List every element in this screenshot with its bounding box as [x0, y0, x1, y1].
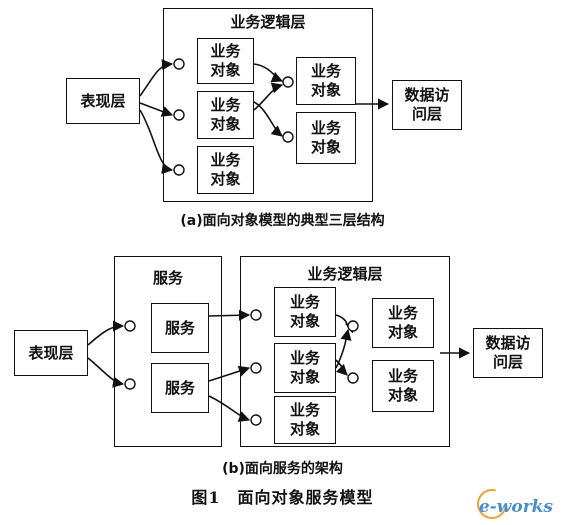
- a-arrow-pres-to-obj1: [139, 59, 174, 97]
- a-port-circle: [173, 58, 185, 70]
- a-arrow-obj1-to-r1: [253, 63, 284, 83]
- a-presentation-label: 表现层: [80, 91, 126, 110]
- a-business-object-label: 业务对象: [210, 42, 241, 79]
- b-arrow-obj1-to-r1: [335, 314, 358, 334]
- b-arrow-pres-to-svc2: [87, 357, 125, 388]
- b-arrow-svc2-to-obj2: [208, 365, 251, 382]
- b-business-object-label: 业务对象: [289, 401, 320, 438]
- a-port-circle: [282, 131, 294, 143]
- a-business-object-right-1: 业务对象: [296, 57, 356, 105]
- b-service-box-1: 服务: [151, 303, 209, 353]
- a-arrow-pres-to-obj3: [139, 109, 174, 175]
- b-business-object-label: 业务对象: [387, 367, 418, 404]
- b-arrow-svc1-to-obj1: [208, 309, 251, 321]
- b-arrow-obj2-to-r2: [335, 359, 348, 376]
- a-port-circle: [173, 164, 185, 176]
- b-business-logic-title: 业务逻辑层: [307, 265, 383, 283]
- a-business-logic-frame: 业务逻辑层: [163, 8, 373, 202]
- b-data-access-layer: 数据访问层: [473, 328, 543, 378]
- b-business-object-right-2: 业务对象: [372, 360, 434, 412]
- watermark-logo: e-works: [478, 497, 553, 517]
- diagram-b-connection-circles: [124, 309, 359, 426]
- a-arrow-obj2-to-r2: [253, 101, 283, 137]
- a-business-object-left-3: 业务对象: [197, 146, 254, 194]
- b-business-object-right-1: 业务对象: [372, 298, 434, 348]
- b-arrow-pres-to-svc1: [87, 320, 125, 346]
- diagram-b-connectors: [87, 309, 471, 422]
- diagram-a-connection-circles: [173, 58, 294, 176]
- b-arrow-svc2-to-obj3: [208, 395, 251, 422]
- b-service-label: 服务: [164, 318, 195, 337]
- b-business-object-left-3: 业务对象: [274, 396, 336, 444]
- b-business-object-label: 业务对象: [289, 293, 320, 330]
- a-business-object-label: 业务对象: [210, 96, 241, 133]
- b-port-circle: [124, 320, 136, 332]
- a-business-object-left-1: 业务对象: [197, 38, 254, 84]
- b-business-object-label: 业务对象: [387, 304, 418, 341]
- b-presentation-layer: 表现层: [14, 330, 88, 376]
- b-business-object-left-2: 业务对象: [274, 343, 336, 393]
- b-business-object-left-1: 业务对象: [274, 287, 336, 337]
- a-business-logic-title: 业务逻辑层: [230, 13, 306, 31]
- b-service-frame: 服务: [114, 256, 222, 447]
- a-arrow-obj2-to-r1: [253, 82, 284, 111]
- b-business-logic-frame: 业务逻辑层: [240, 256, 450, 447]
- a-presentation-layer: 表现层: [66, 78, 140, 124]
- b-service-label: 服务: [164, 378, 195, 397]
- a-business-object-label: 业务对象: [310, 62, 341, 99]
- b-port-circle: [250, 414, 262, 426]
- a-port-circle: [173, 109, 185, 121]
- b-presentation-label: 表现层: [28, 343, 74, 362]
- b-service-frame-title: 服务: [152, 269, 183, 287]
- a-port-circle: [282, 76, 294, 88]
- b-service-box-2: 服务: [151, 363, 209, 413]
- a-data-access-label: 数据访问层: [404, 86, 450, 123]
- b-port-circle: [250, 309, 262, 321]
- a-data-access-layer: 数据访问层: [392, 80, 462, 130]
- b-port-circle: [124, 378, 136, 390]
- b-data-access-label: 数据访问层: [485, 334, 531, 371]
- a-caption: (a)面向对象模型的典型三层结构: [180, 213, 385, 229]
- a-business-object-label: 业务对象: [310, 119, 341, 156]
- a-business-object-right-2: 业务对象: [296, 112, 356, 164]
- b-caption: (b)面向服务的架构: [222, 461, 343, 477]
- b-business-object-label: 业务对象: [289, 349, 320, 386]
- b-port-circle: [347, 320, 359, 332]
- a-arrow-pres-to-obj2: [139, 102, 174, 117]
- figure-title: 图1 面向对象服务模型: [191, 488, 374, 507]
- a-business-object-left-2: 业务对象: [197, 91, 254, 139]
- b-port-circle: [250, 362, 262, 374]
- a-business-object-label: 业务对象: [210, 151, 241, 188]
- diagram-a-connectors: [139, 59, 390, 175]
- b-port-circle: [347, 372, 359, 384]
